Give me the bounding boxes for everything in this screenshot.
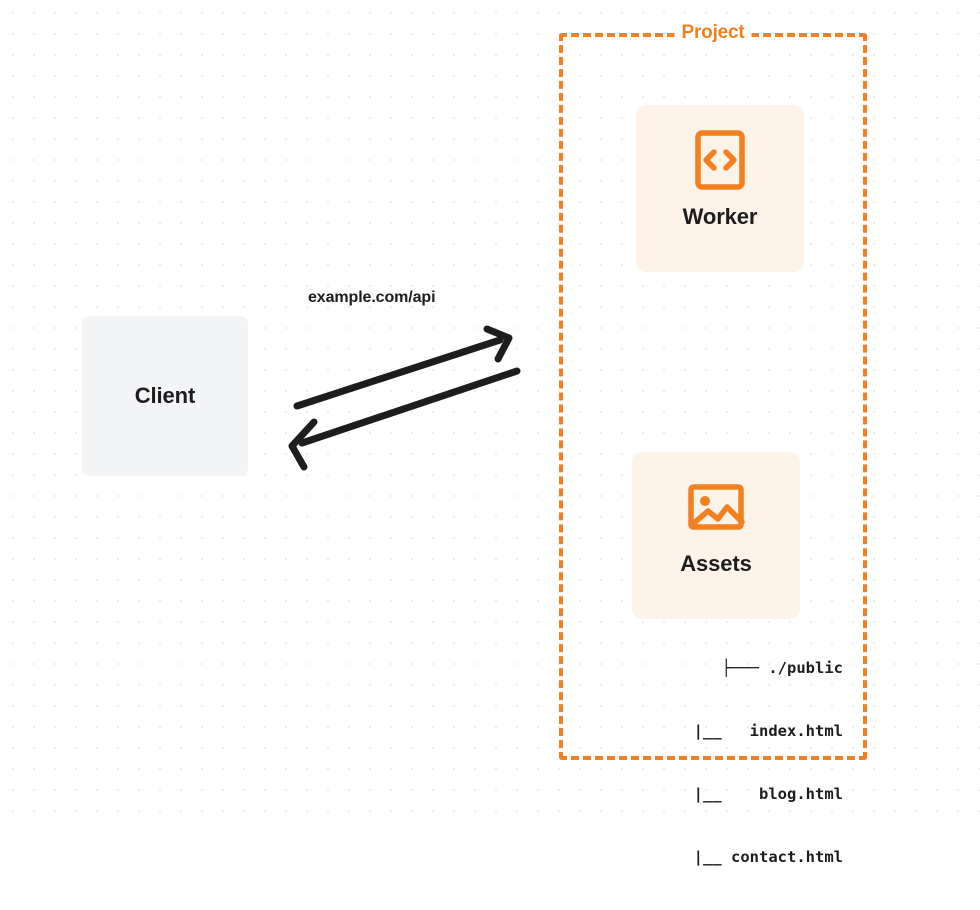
arrow-right-icon <box>293 325 513 410</box>
image-icon <box>688 484 745 530</box>
file-tree-row: |__ contact.html <box>675 848 843 866</box>
asset-file-tree: ├─── ./public |__ index.html |__ blog.ht… <box>599 616 843 910</box>
code-brackets-icon <box>695 130 745 190</box>
client-label: Client <box>134 383 196 408</box>
client-node[interactable]: Client <box>82 316 248 476</box>
assets-card[interactable]: Assets <box>632 452 800 619</box>
worker-card[interactable]: Worker <box>636 105 804 272</box>
project-container: Project Worker Assets ├─── ./public |__ … <box>559 22 867 866</box>
arrow-left-icon <box>288 367 521 471</box>
file-tree-row: ├─── ./public <box>721 659 843 677</box>
assets-label: Assets <box>680 551 752 576</box>
worker-label: Worker <box>682 204 758 229</box>
request-url-label: example.com/api <box>308 289 436 306</box>
diagram-canvas: Client example.com/api Project Worker <box>0 0 980 866</box>
file-tree-row: |__ index.html <box>675 722 843 740</box>
project-title: Project <box>674 22 752 44</box>
file-tree-row: |__ blog.html <box>675 785 843 803</box>
